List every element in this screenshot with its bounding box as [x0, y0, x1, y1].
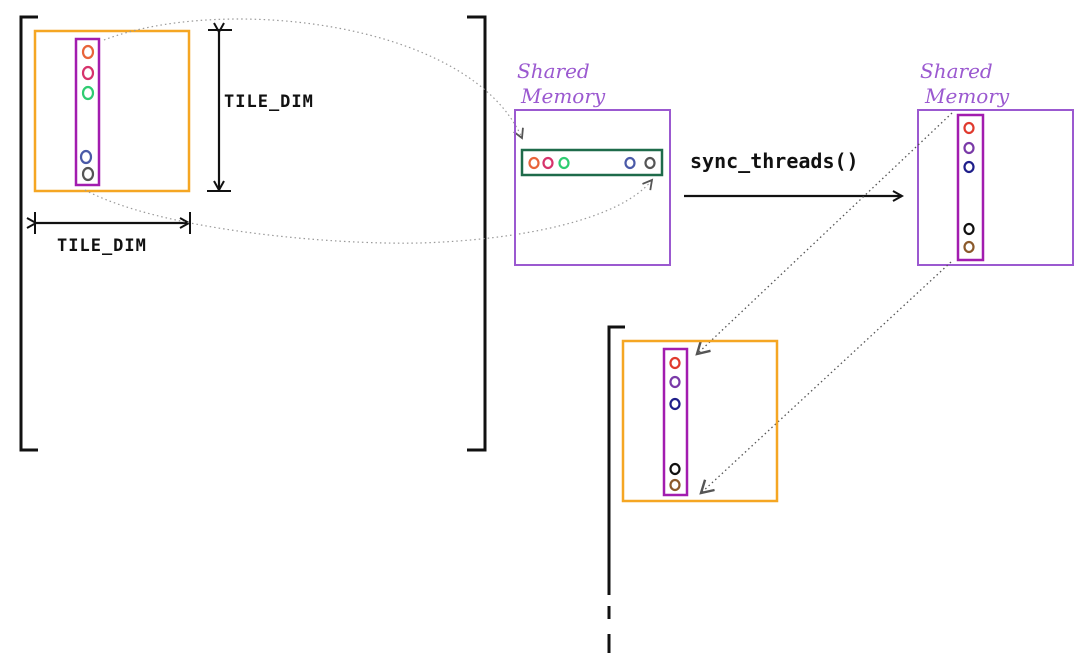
- shared-memory-right-box: [917, 109, 1074, 266]
- input-tile: [33, 29, 191, 193]
- input-column-dot-5: [81, 166, 95, 182]
- shared-column-dot-2: [963, 141, 975, 155]
- tile-dim-horizontal-label: TILE_DIM: [57, 236, 147, 256]
- output-column-strip: [662, 347, 689, 497]
- input-matrix-left-bracket: [19, 15, 38, 452]
- input-column-dot-3: [81, 85, 95, 101]
- shared-row-dots: [528, 156, 656, 170]
- shared-row-dot-5: [644, 156, 656, 170]
- shared-memory-left-label-line2: Memory: [520, 84, 606, 108]
- load-connector-bottom: [84, 178, 654, 244]
- output-column-dots: [669, 356, 681, 492]
- shared-column-dot-1: [963, 121, 975, 135]
- shared-memory-left-label-line1: Shared: [517, 59, 590, 83]
- output-column-dot-3: [669, 397, 681, 411]
- shared-memory-right-label-line1: Shared: [920, 59, 993, 83]
- shared-row-dot-3: [558, 156, 570, 170]
- shared-row-dot-4: [624, 156, 636, 170]
- output-column-dot-1: [669, 356, 681, 370]
- output-matrix-left-bracket: [607, 325, 625, 595]
- load-connector-top: [103, 18, 524, 140]
- shared-column-strip: [956, 113, 985, 262]
- input-column-dot-4: [79, 149, 93, 165]
- tile-dim-vertical-label: TILE_DIM: [224, 92, 314, 112]
- shared-row-dot-1: [528, 156, 540, 170]
- shared-column-dot-3: [963, 160, 975, 174]
- input-matrix-right-bracket: [467, 15, 487, 452]
- input-column-strip: [74, 37, 101, 187]
- shared-column-dot-4: [963, 222, 975, 236]
- shared-column-dot-5: [963, 240, 975, 254]
- input-column-dot-1: [81, 44, 95, 60]
- shared-column-dots: [963, 121, 975, 254]
- sync-threads-label: sync_threads(): [690, 149, 859, 173]
- store-connector-bottom: [701, 261, 952, 493]
- shared-memory-left-box: [514, 109, 671, 266]
- input-column-dot-2: [81, 65, 95, 81]
- shared-row-strip: [520, 148, 664, 177]
- output-tile: [621, 339, 779, 503]
- input-matrix: [19, 15, 487, 452]
- output-column-dot-2: [669, 375, 681, 389]
- input-column-dots: [79, 44, 95, 182]
- shared-memory-right-label-line2: Memory: [924, 84, 1010, 108]
- shared-row-dot-2: [542, 156, 554, 170]
- output-column-dot-5: [669, 478, 681, 492]
- output-column-dot-4: [669, 462, 681, 476]
